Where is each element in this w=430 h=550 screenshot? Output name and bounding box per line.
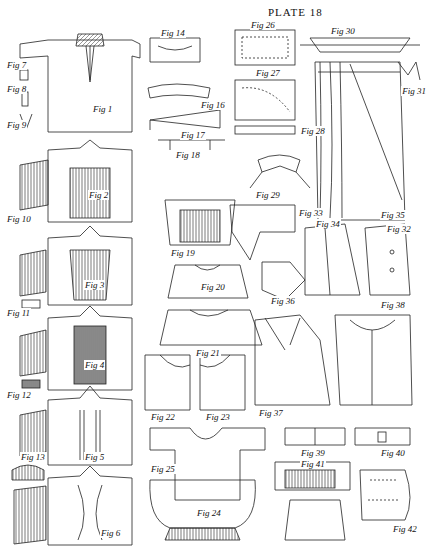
figure-label: Fig 41 — [300, 459, 326, 469]
figure-label: Fig 12 — [6, 390, 32, 400]
figure-label: Fig 17 — [180, 130, 206, 140]
figure-label: Fig 35 — [380, 210, 406, 220]
figure-label: Fig 34 — [315, 219, 341, 229]
figure-label: Fig 21 — [195, 348, 221, 358]
figure-label: Fig 10 — [6, 214, 32, 224]
figure-label: Fig 42 — [392, 524, 418, 534]
figure-label: Fig 40 — [380, 448, 406, 458]
figure-label: Fig 6 — [100, 528, 121, 538]
figure-label: Fig 20 — [200, 282, 226, 292]
figure-label: Fig 27 — [255, 68, 281, 78]
figure-label: Fig 9 — [6, 120, 27, 130]
figure-label: Fig 4 — [84, 360, 105, 370]
figure-label: Fig 14 — [160, 28, 186, 38]
figure-label: Fig 22 — [150, 412, 176, 422]
figure-label: Fig 39 — [300, 448, 326, 458]
figure-label: Fig 28 — [300, 126, 326, 136]
figure-label: Fig 26 — [250, 20, 276, 30]
figure-label: Fig 8 — [6, 84, 27, 94]
figure-label: Fig 32 — [386, 224, 412, 234]
figure-label: Fig 25 — [150, 464, 176, 474]
figure-label: Fig 18 — [175, 150, 201, 160]
figure-label: Fig 13 — [20, 452, 46, 462]
figure-label: Fig 38 — [380, 300, 406, 310]
plate-title: PLATE 18 — [268, 6, 323, 18]
figure-label: Fig 33 — [298, 208, 324, 218]
figure-label: Fig 31 — [401, 86, 427, 96]
figure-label: Fig 11 — [6, 308, 31, 318]
figure-label: Fig 1 — [92, 104, 113, 114]
figure-label: Fig 16 — [200, 100, 226, 110]
figure-label: Fig 7 — [6, 60, 27, 70]
figure-label: Fig 37 — [258, 408, 284, 418]
figure-label: Fig 19 — [170, 248, 196, 258]
figure-label: Fig 2 — [88, 190, 109, 200]
figure-label: Fig 30 — [330, 26, 356, 36]
figure-label: Fig 23 — [205, 412, 231, 422]
figure-label: Fig 29 — [255, 190, 281, 200]
figure-label: Fig 24 — [196, 508, 222, 518]
figure-label: Fig 3 — [84, 280, 105, 290]
figure-label: Fig 5 — [84, 452, 105, 462]
figure-label: Fig 36 — [270, 296, 296, 306]
